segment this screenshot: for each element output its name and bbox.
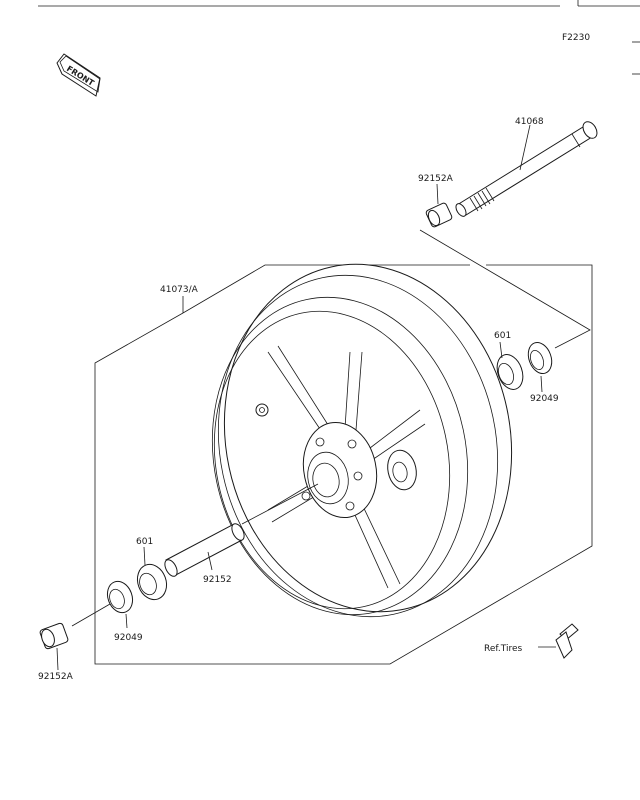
label-collar-bottom: 92152A [38, 672, 74, 682]
label-wheel: 41073/A [160, 285, 199, 295]
label-bearing-left: 601 [136, 537, 153, 547]
label-seal-left: 92049 [114, 633, 143, 643]
label-bearing-right: 601 [494, 331, 511, 341]
front-arrow-icon: FRONT [56, 53, 101, 97]
figure-code: F2230 [562, 33, 590, 43]
axle-part [455, 121, 598, 217]
seal-left-part [71, 580, 134, 629]
frame-marks [38, 0, 640, 75]
collar-top-part [425, 183, 453, 228]
label-tires-ref: Ref.Tires [484, 644, 523, 654]
label-axle: 41068 [515, 117, 544, 127]
label-seal-right: 92049 [530, 394, 559, 404]
spacer-part [164, 483, 319, 577]
seal-right-part [527, 342, 553, 393]
label-collar-top: 92152A [418, 174, 454, 184]
bearing-right-part [496, 341, 524, 390]
bearing-left-part [136, 546, 168, 601]
wheel-part [211, 263, 513, 618]
assembly-outline [94, 229, 593, 665]
collar-bottom-part [39, 622, 69, 671]
tire-valve-part [538, 623, 579, 659]
label-spacer: 92152 [203, 575, 232, 585]
